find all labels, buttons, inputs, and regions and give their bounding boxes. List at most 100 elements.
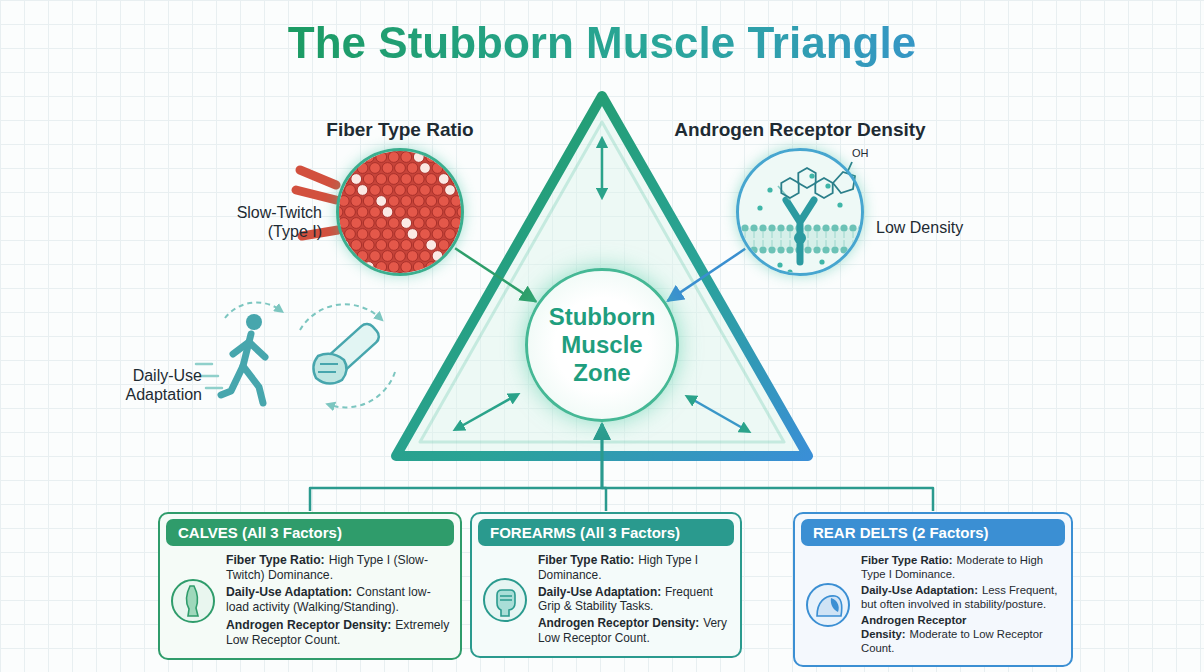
svg-circle (426, 218, 437, 229)
svg-rect (314, 321, 382, 386)
svg-circle (388, 174, 399, 185)
svg-circle (426, 196, 437, 207)
svg-circle (351, 240, 362, 251)
svg-path (817, 232, 818, 246)
fact-row: Androgen Receptor Density:Moderate to Lo… (861, 613, 1061, 655)
svg-circle (804, 246, 811, 253)
svg-circle (345, 273, 356, 284)
svg-path (420, 122, 784, 442)
svg-circle (463, 218, 474, 229)
svg-circle (370, 207, 381, 218)
svg-circle (451, 152, 462, 163)
svg-circle (345, 207, 356, 218)
factor-circle: Androgen Receptor Density (736, 148, 864, 276)
fact-key: Daily-Use Adaptation: (861, 584, 978, 596)
fact-row: Fiber Type Ratio:Moderate to High Type I… (861, 553, 1061, 581)
svg-circle (388, 196, 399, 207)
annotation-label: Low Density (876, 218, 996, 237)
svg-circle (420, 207, 431, 218)
svg-circle (370, 273, 381, 284)
svg-circle (338, 262, 349, 273)
zone-circle: Stubborn Muscle Zone (525, 268, 679, 422)
svg-circle (332, 141, 343, 152)
svg-circle (445, 251, 456, 262)
svg-circle (357, 163, 368, 174)
svg-circle (445, 141, 456, 152)
zone-label: Stubborn Muscle Zone (543, 303, 661, 388)
svg-circle (351, 218, 362, 229)
svg-circle (370, 251, 381, 262)
svg-circle (376, 152, 387, 163)
fact-key: Fiber Type Ratio: (861, 554, 952, 566)
fact-key: Daily-Use Adaptation: (226, 585, 352, 599)
svg-circle (338, 196, 349, 207)
connector-arrow (455, 248, 536, 301)
svg-circle (332, 251, 343, 262)
svg-circle (332, 229, 343, 240)
svg-path (826, 232, 827, 246)
walking-figure (196, 314, 265, 403)
svg-circle (357, 273, 368, 284)
svg-path (497, 590, 515, 616)
svg-circle (388, 240, 399, 251)
fact-key: Androgen Receptor Density: (226, 618, 391, 632)
svg-circle (351, 174, 362, 185)
svg-path (790, 232, 791, 246)
svg-circle (320, 251, 331, 262)
svg-path (786, 200, 814, 262)
svg-circle (438, 174, 449, 185)
svg-circle (750, 246, 757, 253)
svg-circle (345, 141, 356, 152)
svg-circle (320, 163, 331, 174)
svg-circle (363, 196, 374, 207)
svg-path (853, 232, 854, 246)
fact-key: Fiber Type Ratio: (226, 553, 325, 567)
svg-circle (407, 207, 418, 218)
svg-path (186, 586, 198, 616)
svg-circle (338, 174, 349, 185)
annotation-label: OH (852, 147, 876, 160)
svg-path (763, 232, 764, 246)
svg-circle (332, 163, 343, 174)
svg-circle (345, 251, 356, 262)
svg-circle (413, 240, 424, 251)
svg-circle (413, 174, 424, 185)
svg-circle (438, 262, 449, 273)
svg-circle (432, 207, 443, 218)
svg-circle (470, 141, 481, 152)
svg-circle (432, 141, 443, 152)
svg-circle (357, 251, 368, 262)
svg-path (221, 366, 263, 403)
card-heading: FOREARMS (All 3 Factors) (478, 519, 734, 546)
svg-circle (320, 273, 331, 284)
svg-circle (363, 152, 374, 163)
svg-circle (338, 218, 349, 229)
double-arrow (690, 398, 746, 430)
svg-circle (822, 246, 829, 253)
svg-circle (757, 205, 762, 210)
svg-circle (420, 185, 431, 196)
svg-circle (445, 185, 456, 196)
svg-circle (438, 152, 449, 163)
svg-path (745, 232, 746, 246)
svg-circle (457, 273, 468, 284)
svg-circle (831, 246, 838, 253)
svg-circle (837, 202, 842, 207)
factor-heading: Fiber Type Ratio (326, 119, 473, 141)
svg-circle (357, 141, 368, 152)
svg-path (300, 304, 380, 330)
svg-path (330, 372, 395, 407)
svg-circle (822, 224, 829, 231)
svg-circle (326, 174, 337, 185)
svg-circle (370, 163, 381, 174)
muscle-icon (482, 577, 528, 623)
svg-circle (786, 246, 793, 253)
svg-circle (457, 229, 468, 240)
svg-circle (476, 152, 487, 163)
fact-key: Daily-Use Adaptation: (538, 585, 661, 599)
svg-circle (395, 229, 406, 240)
muscle-icon (170, 578, 216, 624)
fact-row: Androgen Receptor Density:Very Low Recep… (538, 616, 730, 646)
svg-circle (395, 251, 406, 262)
svg-path (844, 232, 845, 246)
